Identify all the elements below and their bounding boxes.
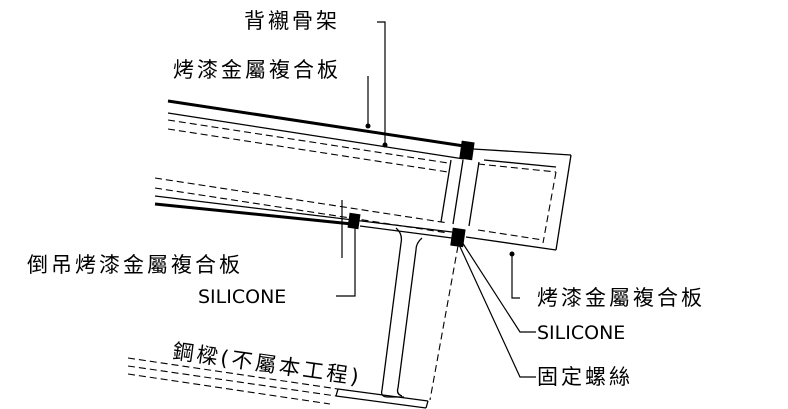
beam-hidden-line	[429, 245, 459, 401]
beam-flange-right	[425, 400, 429, 409]
soffit-dashed-line-1	[154, 177, 449, 224]
beam-flange-left	[335, 388, 339, 397]
right-panel-inner-line	[483, 159, 557, 168]
label-steel-beam: 鋼樑(不屬本工程)	[171, 339, 363, 389]
soffit-skin	[154, 202, 353, 226]
frame-strut-left	[440, 159, 452, 223]
soffit-inner-line	[154, 195, 453, 233]
right-panel-vertical-edge	[555, 154, 572, 251]
label-soffit-panel: 倒吊烤漆金屬複合板	[27, 253, 243, 277]
leader-top-frame	[377, 21, 386, 145]
leader-right-panel	[511, 254, 520, 299]
right-panel-inner-dashed-side	[542, 171, 557, 244]
leader-dot-right-panel	[509, 251, 515, 257]
beam-web-left	[380, 227, 404, 398]
right-panel-top-edge	[472, 148, 572, 156]
beam-dashed-1	[127, 357, 339, 390]
beam-dashed-2	[127, 365, 337, 397]
left-silicone-block	[347, 212, 361, 230]
frame-strut-middle	[452, 159, 464, 225]
beam-flange-bottom	[335, 395, 427, 409]
right-panel-inner-dashed-bottom	[477, 229, 544, 241]
leader-dot-top-frame	[382, 142, 388, 148]
label-silicone-right: SILICONE	[537, 322, 625, 344]
beam-flange-top	[337, 388, 429, 402]
soffit-skin-continuation	[359, 225, 453, 239]
top-panel-dashed-line	[167, 119, 449, 164]
top-panel-skin	[167, 99, 465, 148]
label-silicone-left: SILICONE	[198, 286, 286, 308]
leader-fixing-screw	[455, 237, 536, 378]
leader-silicone-left	[336, 224, 356, 297]
beam-dashed-3	[127, 373, 331, 405]
top-panel-dashed-line-2	[167, 128, 449, 173]
top-panel-inner-line	[167, 112, 465, 160]
right-panel-bottom-edge	[465, 236, 557, 251]
leader-dot-top-panel	[365, 123, 371, 129]
label-top-frame: 背襯骨架	[244, 9, 340, 33]
label-fixing-screw: 固定螺絲	[537, 365, 633, 389]
label-top-panel: 烤漆金屬複合板	[173, 58, 341, 82]
frame-strut-right	[468, 161, 480, 227]
top-silicone-block	[459, 140, 475, 161]
right-panel-inner-dashed-top	[477, 163, 557, 173]
beam-web-right	[396, 237, 423, 397]
right-silicone-block	[450, 227, 466, 248]
label-right-panel: 烤漆金屬複合板	[537, 286, 705, 310]
leader-silicone-right	[461, 241, 536, 333]
